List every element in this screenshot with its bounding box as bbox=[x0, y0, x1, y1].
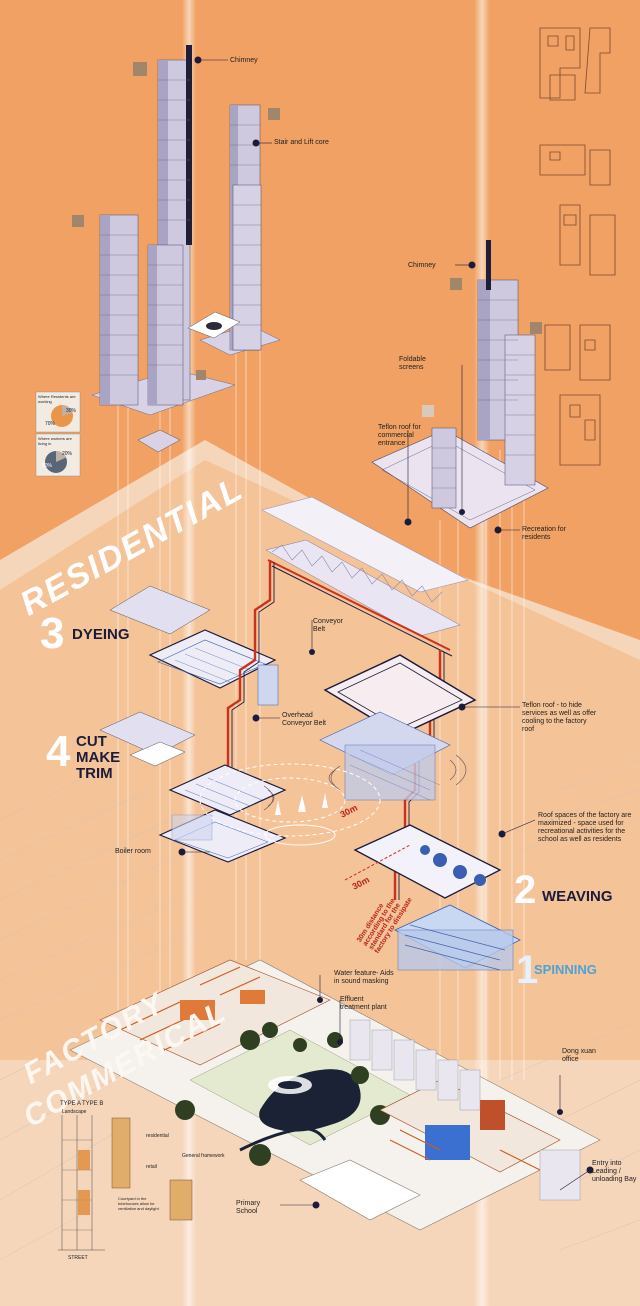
park-path bbox=[239, 1127, 327, 1152]
weaving-machine-2 bbox=[453, 865, 467, 879]
legend-residential: residential bbox=[146, 1133, 169, 1139]
label-dong-xuan: Dong xuan office bbox=[562, 1048, 596, 1063]
pie-card-working-other: 30% bbox=[66, 408, 77, 414]
pie-card-living-other: 20% bbox=[62, 451, 73, 457]
legend-general-framework: General framework bbox=[182, 1153, 225, 1159]
small-pavilion bbox=[137, 429, 181, 453]
dyeing-stair-block bbox=[257, 664, 279, 706]
type-legend-card bbox=[58, 1115, 193, 1251]
legend-retail: retail bbox=[146, 1164, 157, 1170]
label-foldable-screens: Foldable screens bbox=[399, 356, 426, 371]
distance-line bbox=[344, 844, 411, 881]
legend-type-a: TYPE A bbox=[60, 1101, 82, 1107]
cmt-slab-upper bbox=[168, 764, 287, 816]
stage-3-title: DYEING bbox=[72, 626, 130, 643]
icon-people-1 bbox=[133, 62, 147, 76]
pie-chart-cards bbox=[35, 391, 81, 477]
orange-court-2 bbox=[240, 990, 265, 1004]
pie-card-working-title: Where Residents are working bbox=[38, 394, 76, 404]
legend-street: STREET bbox=[68, 1255, 88, 1261]
tower-right-second bbox=[504, 334, 536, 486]
leader-lines bbox=[184, 59, 591, 1206]
truss-zigzag bbox=[271, 544, 443, 603]
stage-4-title-trim: TRIM bbox=[76, 765, 113, 782]
pie-card-working-percent: 70% bbox=[45, 421, 56, 427]
teflon-canopy bbox=[261, 496, 469, 593]
icon-people-5 bbox=[450, 278, 462, 290]
weaving-machine-1 bbox=[433, 853, 447, 867]
tubehouse-model-2 bbox=[169, 1179, 193, 1221]
legend-type-b: TYPE B bbox=[82, 1101, 104, 1107]
label-chimney-right: Chimney bbox=[408, 262, 436, 269]
distance-arcs bbox=[199, 763, 381, 846]
stage-1-title: SPINNING bbox=[534, 962, 597, 977]
label-conveyor-belt: Conveyor Belt bbox=[313, 618, 343, 633]
weaving-slab bbox=[353, 824, 502, 899]
label-stair-lift: Stair and Lift core bbox=[274, 139, 329, 146]
label-entry-loading: Entry into Leading / unloading Bay bbox=[592, 1160, 637, 1183]
stage-3-number: 3 bbox=[40, 609, 65, 658]
loading-bay-blue bbox=[425, 1125, 470, 1160]
leader-dots bbox=[178, 56, 594, 1209]
label-recreation: Recreation for residents bbox=[522, 526, 566, 541]
weaving-machine-3 bbox=[420, 845, 430, 855]
tubehouse-model-1 bbox=[111, 1117, 131, 1189]
stage-4-number: 4 bbox=[46, 727, 71, 776]
primary-school bbox=[299, 1159, 421, 1221]
pie-card-living-percent: 80% bbox=[42, 463, 53, 469]
street-row-buildings bbox=[349, 1019, 581, 1201]
trees bbox=[175, 1022, 390, 1166]
legend-courtyard-note: Courtyard in the tubehouses allow for ve… bbox=[118, 1196, 159, 1211]
cmt-floors bbox=[99, 711, 287, 863]
floor-plan-thumbnails bbox=[539, 27, 616, 466]
stage-1-number: 1 bbox=[516, 948, 539, 992]
conveyor-belt-top bbox=[267, 559, 451, 651]
tower-cluster-left bbox=[72, 45, 281, 453]
legend-landscape: Landscape bbox=[62, 1109, 87, 1115]
chimney-right-stack bbox=[486, 240, 491, 290]
sound-waves bbox=[263, 754, 467, 811]
label-overhead-conveyor: Overhead Conveyor Belt bbox=[282, 712, 326, 727]
icon-people-7 bbox=[422, 405, 434, 417]
icon-people-2 bbox=[72, 215, 84, 227]
tower-cluster-right bbox=[371, 240, 549, 529]
ground-site bbox=[69, 959, 601, 1231]
label-chimney-left: Chimney bbox=[230, 57, 258, 64]
orange-court-1 bbox=[180, 1000, 215, 1020]
label-water-feature: Water feature- Aids in sound masking bbox=[334, 970, 394, 985]
label-effluent-plant: Effluent treatment plant bbox=[340, 996, 387, 1011]
pie-card-living-title: Where workers are living in bbox=[38, 436, 72, 446]
conveyor-roof bbox=[261, 496, 469, 657]
icon-people-6 bbox=[530, 322, 542, 334]
label-boiler-room: Boiler room bbox=[115, 848, 151, 855]
icon-people-3 bbox=[268, 108, 280, 120]
stage-2-title: WEAVING bbox=[542, 888, 613, 905]
label-roof-spaces: Roof spaces of the factory are maximized… bbox=[538, 812, 632, 843]
label-teflon-commercial: Teflon roof for commercial entrance bbox=[378, 424, 421, 447]
sculptures bbox=[275, 793, 328, 815]
upper-factory-right bbox=[319, 654, 521, 971]
weaving-machine-4 bbox=[474, 874, 486, 886]
stage-4-title-cut: CUT bbox=[76, 733, 107, 750]
label-primary-school: Primary School bbox=[236, 1200, 261, 1215]
icon-people-4 bbox=[196, 370, 206, 380]
city-grid bbox=[0, 759, 640, 1261]
chimney-left-stack bbox=[186, 45, 192, 245]
stage-4-title-make: MAKE bbox=[76, 749, 121, 766]
stage-2-number: 2 bbox=[514, 868, 537, 912]
label-teflon-roof: Teflon roof - to hide services as well a… bbox=[522, 702, 597, 733]
